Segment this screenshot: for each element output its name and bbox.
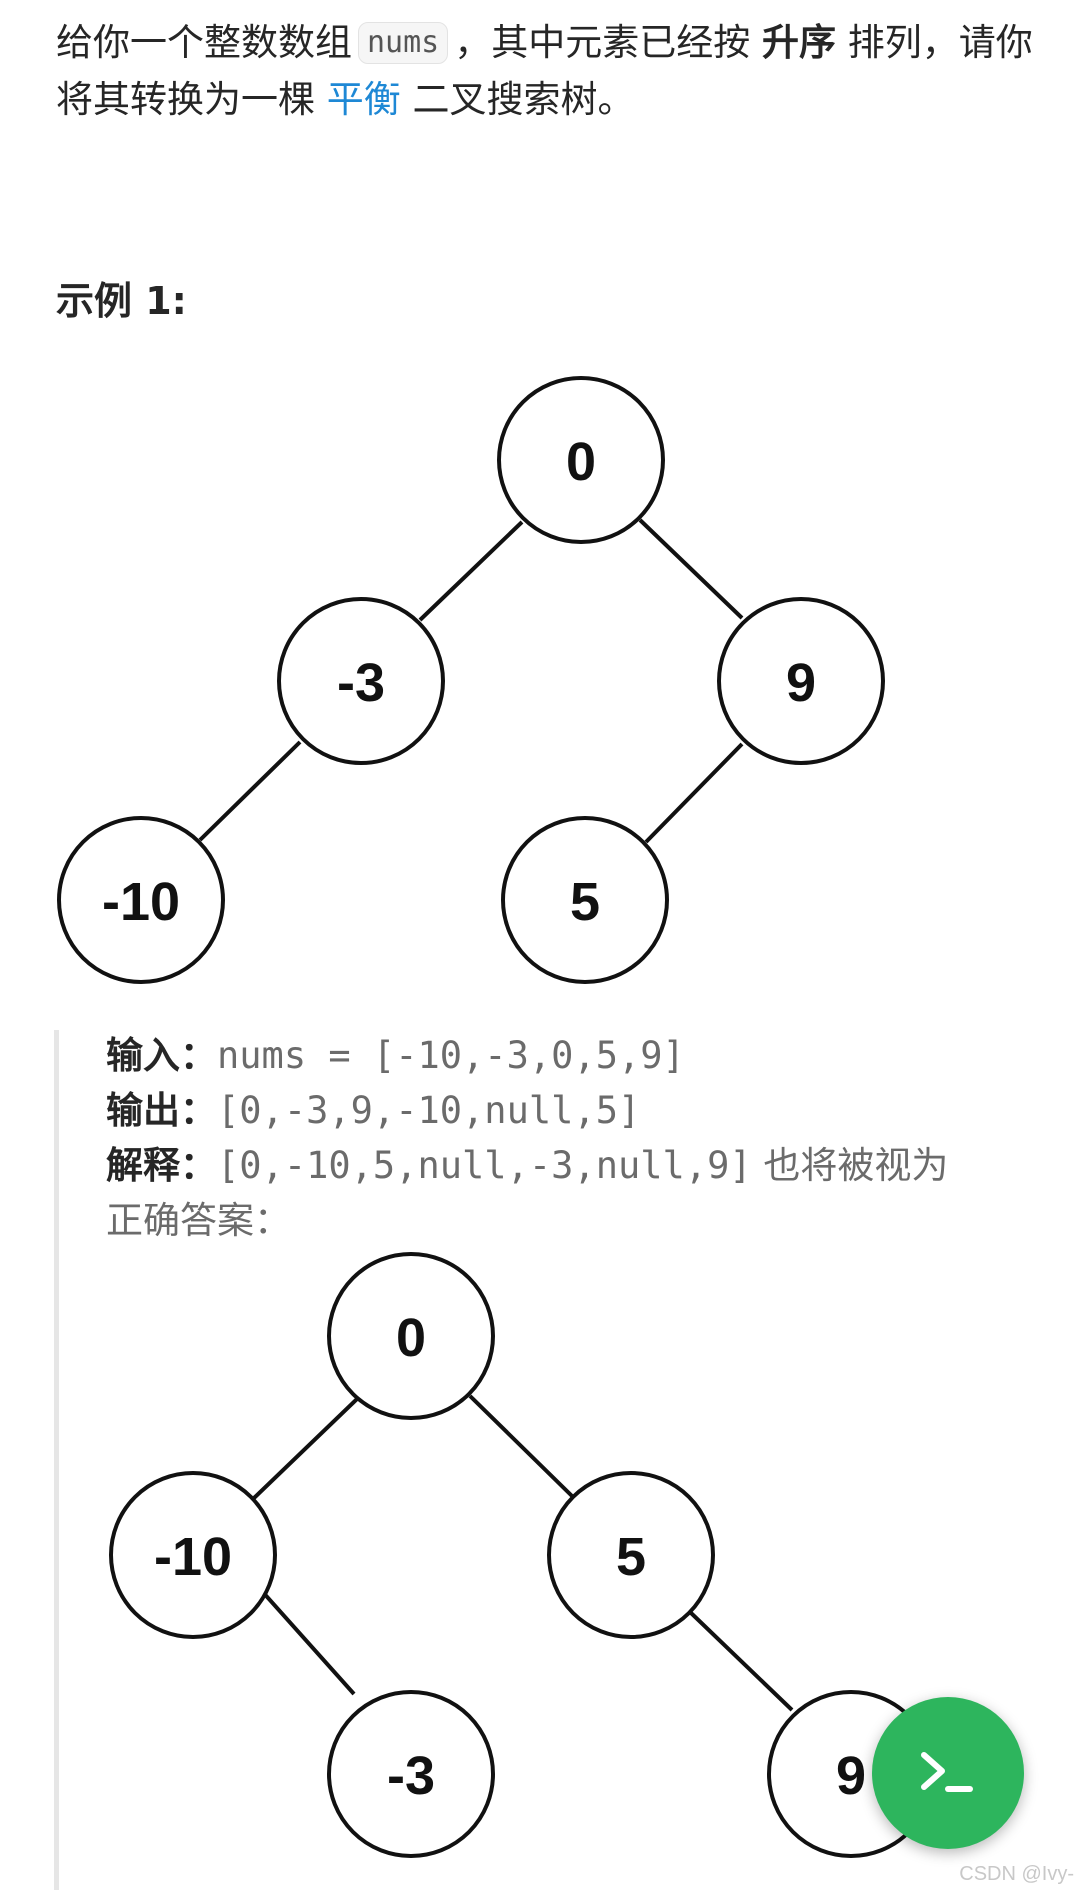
tree2-label-neg3: -3 — [387, 1746, 435, 1806]
input-line: 输入：nums = [-10,-3,0,5,9] — [106, 1029, 685, 1083]
explain-line: 解释：[0,-10,5,null,-3,null,9] 也将被视为 — [106, 1139, 948, 1193]
watermark: CSDN @Ivy- — [959, 1863, 1074, 1885]
tree2-label-5: 5 — [616, 1527, 646, 1587]
tree1-node-neg3 — [277, 597, 445, 765]
desc-bold-ascending: 升序 — [762, 21, 837, 64]
tree1-label-5: 5 — [570, 872, 600, 932]
tree2-node-0 — [327, 1252, 495, 1420]
tree1-node-neg10 — [57, 816, 225, 984]
terminal-fab-button[interactable] — [872, 1697, 1024, 1849]
balanced-link[interactable]: 平衡 — [326, 78, 401, 121]
tree1-label-9: 9 — [786, 653, 816, 713]
blockquote-bar — [54, 1030, 59, 1890]
explain-text-1: 也将被视为 — [763, 1144, 949, 1187]
desc-text-1: 给你一个整数数组 — [56, 21, 352, 64]
explain-value: [0,-10,5,null,-3,null,9] — [217, 1144, 752, 1187]
tree1-node-0 — [497, 376, 665, 544]
desc-text-3: 排列，请你将其转换为一棵 — [56, 21, 1033, 121]
terminal-icon — [921, 1752, 973, 1792]
output-label: 输出： — [106, 1089, 217, 1132]
tree1-node-5 — [501, 816, 669, 984]
tree2-node-5 — [547, 1471, 715, 1639]
input-label: 输入： — [106, 1034, 217, 1077]
output-line: 输出：[0,-3,9,-10,null,5] — [106, 1084, 640, 1138]
explain-text-2: 正确答案： — [106, 1199, 291, 1242]
explain-label: 解释： — [106, 1144, 217, 1187]
example-title: 示例 1: — [56, 279, 187, 323]
input-value: nums = [-10,-3,0,5,9] — [217, 1034, 685, 1077]
tree1-label-0: 0 — [566, 432, 596, 492]
tree2-label-0: 0 — [396, 1308, 426, 1368]
desc-text-2: ，其中元素已经按 — [454, 21, 751, 64]
code-nums: nums — [358, 22, 449, 64]
tree2-label-9: 9 — [836, 1746, 866, 1806]
tree1-label-neg3: -3 — [337, 653, 385, 713]
output-value: [0,-3,9,-10,null,5] — [217, 1089, 641, 1132]
tree2-node-neg10 — [109, 1471, 277, 1639]
tree2-label-neg10: -10 — [154, 1527, 232, 1587]
tree1-node-9 — [717, 597, 885, 765]
tree1-label-neg10: -10 — [102, 872, 180, 932]
tree2-node-neg3 — [327, 1690, 495, 1858]
desc-text-4: 二叉搜索树。 — [412, 78, 635, 121]
